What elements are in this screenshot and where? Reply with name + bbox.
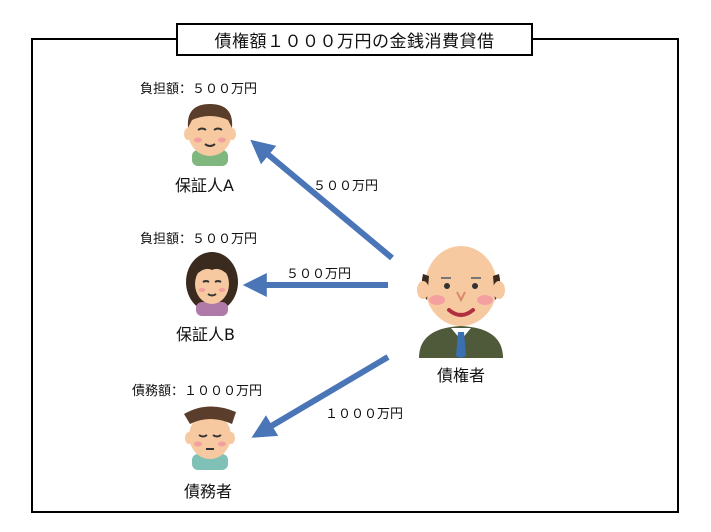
diagram-title: 債権額１０００万円の金銭消費貸借: [176, 23, 533, 56]
edge-label-to-debtor: １０００万円: [325, 407, 404, 422]
arrow-to-guarantor-a: [250, 139, 394, 261]
edge-label-to-a: ５００万円: [313, 179, 379, 194]
debtor-name: 債務者: [184, 482, 233, 501]
guarantor-b-burden: 負担額：５００万円: [140, 232, 258, 247]
guarantor-a-name: 保証人A: [175, 176, 234, 195]
edge-label-to-b: ５００万円: [286, 267, 352, 282]
debtor-avatar: [184, 406, 236, 470]
creditor-avatar: [417, 246, 505, 358]
creditor-name: 債権者: [437, 366, 486, 385]
arrow-to-debtor: [251, 354, 390, 438]
guarantor-b-name: 保証人B: [176, 325, 235, 344]
guarantor-b-avatar: [186, 252, 238, 316]
debtor-debt: 債務額：１０００万円: [132, 384, 263, 399]
guarantor-a-avatar: [184, 104, 236, 166]
guarantor-a-burden: 負担額：５００万円: [140, 82, 258, 97]
